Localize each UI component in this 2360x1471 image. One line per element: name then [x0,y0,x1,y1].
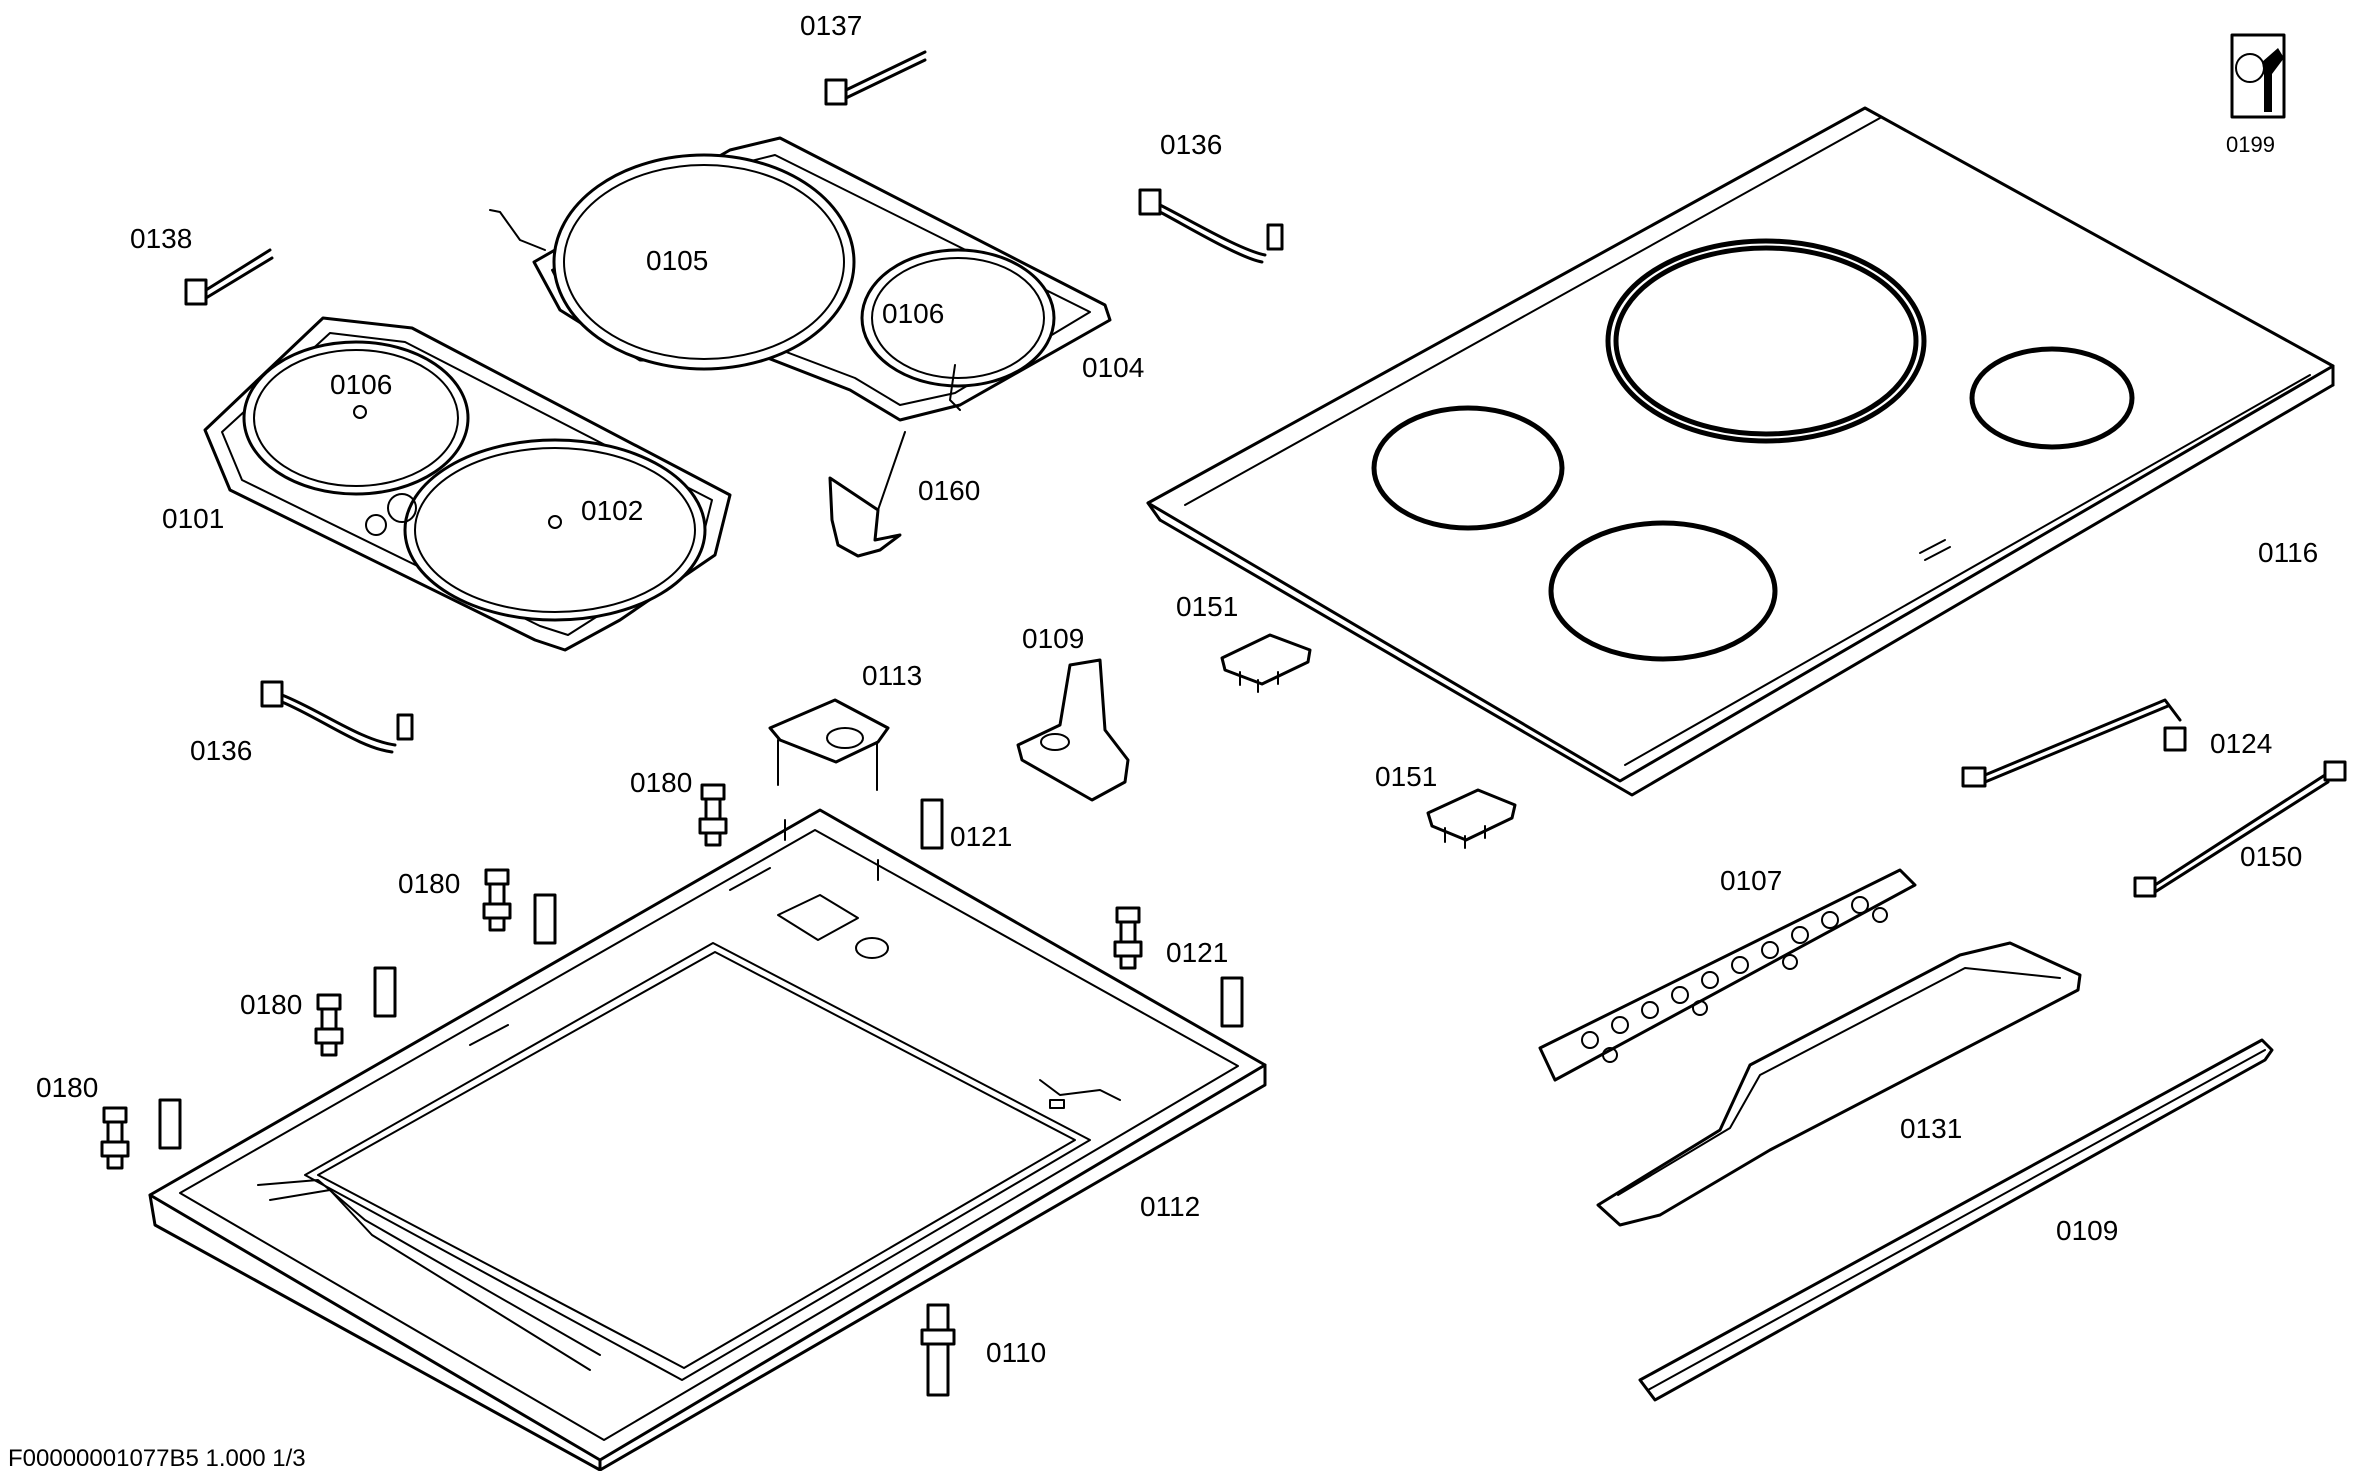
label-0112: 0112 [1140,1191,1200,1222]
label-0102: 0102 [581,495,643,526]
foot-0180-a [698,783,728,847]
label-0131: 0131 [1900,1113,1962,1144]
bracket-0109-small [1016,658,1130,802]
cable-0138 [184,248,274,306]
electronics-board [1538,868,1917,1082]
label-0180-d: 0180 [36,1072,98,1103]
wrench-nut-icon [2230,33,2286,119]
label-0110: 0110 [986,1337,1046,1368]
label-0121-upper: 0121 [950,821,1012,852]
label-0137: 0137 [800,10,862,41]
foot-0121 [1113,906,1143,970]
springs [158,798,1244,1150]
heating-frame-rear [489,136,1112,422]
drawing-footer: F00000001077B5 1.000 1/3 [8,1445,306,1471]
label-0105: 0105 [646,245,708,276]
label-0150: 0150 [2240,841,2302,872]
cable-0137 [824,50,927,106]
part-labels: 0101 0102 0104 0105 0106 0106 0107 0109 … [36,10,2318,1368]
housing-trough [148,808,1267,1471]
foot-0180-c [314,993,344,1057]
bracket-0160 [828,431,906,558]
label-0124: 0124 [2210,728,2272,759]
cable-0136-lower [260,680,414,754]
foot-0180-b [482,868,512,932]
label-0151-lower: 0151 [1375,761,1437,792]
label-0136-upper: 0136 [1160,129,1222,160]
label-0113: 0113 [862,660,922,691]
cable-0124 [1961,698,2187,788]
bracket-0113 [768,698,890,791]
label-0106-upper: 0106 [882,298,944,329]
label-0101: 0101 [162,503,224,534]
label-0180-a: 0180 [630,767,692,798]
label-0107: 0107 [1720,865,1782,896]
label-0121-lower: 0121 [1166,937,1228,968]
label-0109-strip: 0109 [2056,1215,2118,1246]
cable-0150 [2133,760,2347,898]
cable-0136-upper [1138,188,1284,264]
label-0160: 0160 [918,475,980,506]
profile-strip [1638,1038,2274,1402]
label-0136-lower: 0136 [190,735,252,766]
foot-0180-d [100,1106,130,1170]
glass-ceramic-top [1146,106,2335,797]
label-0180-b: 0180 [398,868,460,899]
cover-0131 [1596,941,2082,1227]
label-0104: 0104 [1082,352,1144,383]
label-0116: 0116 [2258,537,2318,568]
label-0106-lower: 0106 [330,369,392,400]
label-0109-bracket: 0109 [1022,623,1084,654]
label-0151-upper: 0151 [1176,591,1238,622]
sensor-0110 [920,1303,956,1397]
heating-frame-front [203,316,732,652]
label-0138: 0138 [130,223,192,254]
clip-0151-upper [1220,633,1312,693]
label-0199: 0199 [2226,132,2275,157]
clip-0151-lower [1426,788,1517,849]
label-0180-c: 0180 [240,989,302,1020]
